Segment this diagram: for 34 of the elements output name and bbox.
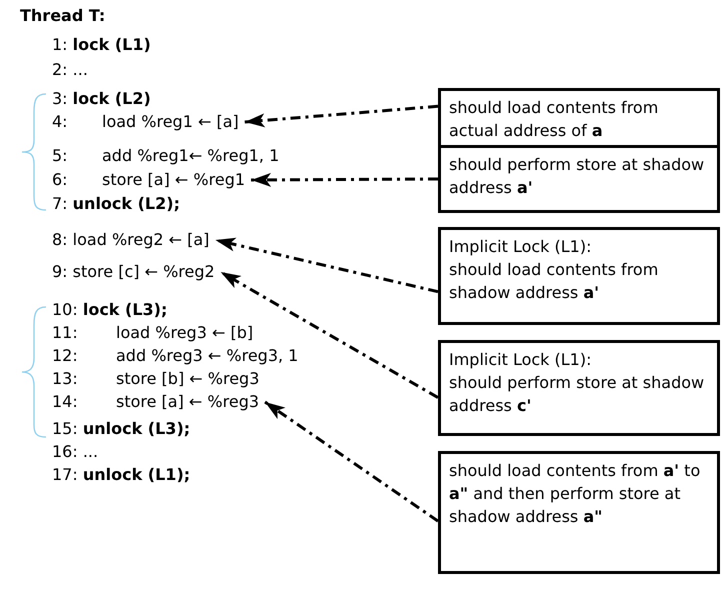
code-line: 4: load %reg1 ← [a] [52,112,245,132]
code-line: 10: lock (L3); [52,300,168,320]
code-line: 2: ... [52,60,88,80]
code-line: 13: store [b] ← %reg3 [52,369,260,389]
code-line: 6: store [a] ← %reg1 [52,170,252,190]
code-line: 9: store [c] ← %reg2 [52,262,221,282]
note-text: should load contents from a' to a" and then perform store at shadow address a" [449,460,702,528]
code-line: 8: load %reg2 ← [a] [52,230,216,250]
dash-dot-arrow [264,400,439,522]
note-text: should perform store at shadow address a' [449,154,706,199]
note-text: should perform store at shadow address c' [449,372,706,417]
code-line: 5: add %reg1← %reg1, 1 [52,146,280,166]
note-text: should load contents from actual address of a [449,97,660,142]
code-line: 14: store [a] ← %reg3 [52,392,266,412]
code-line: 7: unlock (L2); [52,194,180,214]
code-line: 1: lock (L1) [52,35,151,55]
note-text: should load contents from shadow address a' [449,259,660,304]
note-box [438,340,720,436]
code-line: 15: unlock (L3); [52,419,190,439]
title: Thread T: [20,6,106,25]
note-box [438,451,720,574]
code-line: 12: add %reg3 ← %reg3, 1 [52,346,298,366]
note-text: Implicit Lock (L1): [449,236,592,258]
code-line: 11: load %reg3 ← [b] [52,323,254,343]
note-box [438,145,720,213]
code-line: 17: unlock (L1); [52,465,190,485]
dash-dot-arrow [251,172,438,187]
note-box [438,227,720,325]
code-line: 3: lock (L2) [52,89,151,109]
code-line: 16: ... [52,442,98,462]
dash-dot-arrow [220,270,439,399]
dash-dot-arrow [244,104,438,128]
note-text: Implicit Lock (L1): [449,349,592,371]
dash-dot-arrow [215,238,438,294]
